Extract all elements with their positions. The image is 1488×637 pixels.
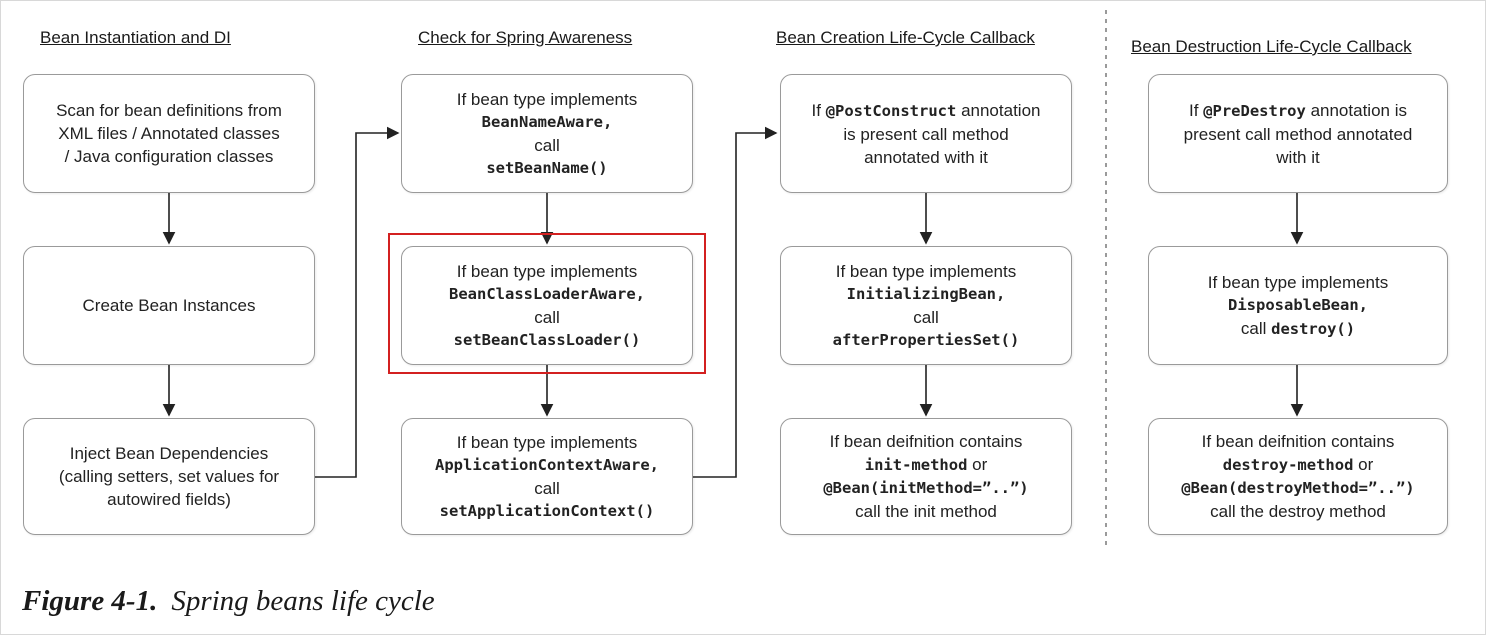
figure-caption-text: Spring beans life cycle <box>171 585 435 617</box>
highlight-rectangle <box>388 233 706 374</box>
figure-caption: Figure 4-1. Spring beans life cycle <box>22 585 435 618</box>
box-bean-name-aware: If bean type implements BeanNameAware, c… <box>401 74 693 193</box>
arrow-inject-to-awareness <box>315 126 400 478</box>
arrow-context-to-creation <box>693 126 778 478</box>
box-application-context-aware: If bean type implements ApplicationConte… <box>401 418 693 535</box>
box-initializing-bean: If bean type implements InitializingBean… <box>780 246 1072 365</box>
box-scan-definitions: Scan for bean definitions from XML files… <box>23 74 315 193</box>
column-title-creation-callback: Bean Creation Life-Cycle Callback <box>776 28 1035 47</box>
box-disposable-bean: If bean type implements DisposableBean, … <box>1148 246 1448 365</box>
column-title-instantiation: Bean Instantiation and DI <box>40 28 231 47</box>
column-title-destruction-callback: Bean Destruction Life-Cycle Callback <box>1131 37 1412 56</box>
box-bean-classloader-aware: If bean type implements BeanClassLoaderA… <box>401 246 693 365</box>
box-pre-destroy: If @PreDestroy annotation is present cal… <box>1148 74 1448 193</box>
box-init-method: If bean deifnition contains init-method … <box>780 418 1072 535</box>
figure-number: Figure 4-1. <box>22 585 158 617</box>
box-create-instances: Create Bean Instances <box>23 246 315 365</box>
box-post-construct: If @PostConstruct annotation is present … <box>780 74 1072 193</box>
box-destroy-method: If bean deifnition contains destroy-meth… <box>1148 418 1448 535</box>
column-title-awareness: Check for Spring Awareness <box>418 28 633 47</box>
box-inject-dependencies: Inject Bean Dependencies (calling setter… <box>23 418 315 535</box>
